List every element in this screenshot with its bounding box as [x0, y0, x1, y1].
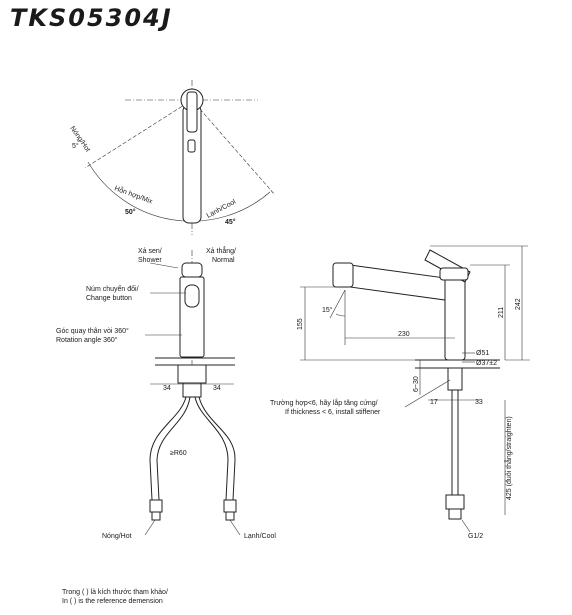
- rotation-vi: Góc quay thân vòi 360°: [56, 327, 129, 335]
- side-reach-230: 230: [398, 331, 410, 338]
- shower-label-en: Shower: [138, 257, 162, 264]
- side-height-155: 155: [297, 318, 304, 330]
- shower-label: Xả sen/ Shower: [138, 248, 164, 264]
- front-view: [144, 250, 241, 536]
- change-button-en: Change button: [86, 295, 132, 302]
- side-thickness: 6~30: [413, 376, 420, 392]
- side-view: [300, 245, 530, 533]
- dim-left-34: 34: [163, 385, 171, 392]
- stiffener-note: Trường hợp<6, hãy lắp tăng cứng/ If thic…: [270, 398, 381, 416]
- side-dim-17: 17: [430, 399, 438, 406]
- side-height-242: 242: [515, 298, 522, 310]
- rotation-en: Rotation angle 360°: [56, 336, 118, 344]
- stiffener-vi: Trường hợp<6, hãy lắp tăng cứng/: [270, 398, 378, 407]
- shower-label-vi: Xả sen/: [138, 248, 162, 255]
- reference-note: Trong ( ) là kích thước tham khảo/ In ( …: [62, 588, 168, 606]
- side-hose-length: 425 (đuôi thẳng/straighten): [504, 416, 513, 500]
- side-height-211: 211: [498, 307, 505, 318]
- radius-label: ≥R60: [170, 450, 187, 457]
- cool-angle: 45°: [225, 218, 236, 226]
- side-thread: G1/2: [468, 533, 483, 540]
- top-view: [84, 80, 276, 235]
- front-cool-label: Lạnh/Cool: [244, 533, 276, 540]
- dim-right-34: 34: [213, 385, 221, 392]
- mix-angle: 50°: [125, 208, 136, 216]
- change-button-label: Núm chuyển đổi/ Change button: [86, 285, 140, 302]
- side-dia-51: Ø51: [476, 350, 489, 357]
- side-angle-15: 15°: [322, 306, 333, 314]
- normal-label-en: Normal: [212, 257, 235, 264]
- side-dia-37: Ø37±2: [476, 360, 497, 367]
- normal-label: Xả thẳng/ Normal: [206, 246, 238, 264]
- mix-label: Hỗn hợp/Mix: [113, 183, 154, 205]
- stiffener-en: If thickness < 6, install stiffener: [285, 409, 381, 416]
- model-title: TKS05304J: [10, 4, 173, 32]
- reference-note-en: In ( ) is the reference demension: [62, 598, 163, 605]
- change-button-vi: Núm chuyển đổi/: [86, 285, 139, 293]
- normal-label-vi: Xả thẳng/: [206, 246, 236, 255]
- hot-angle: 5°: [72, 142, 79, 150]
- front-hot-label: Nóng/Hot: [102, 533, 132, 540]
- side-dim-33: 33: [475, 399, 483, 406]
- rotation-label: Góc quay thân vòi 360° Rotation angle 36…: [56, 327, 131, 344]
- cool-label: Lạnh/Cool: [206, 198, 238, 219]
- reference-note-vi: Trong ( ) là kích thước tham khảo/: [62, 589, 168, 596]
